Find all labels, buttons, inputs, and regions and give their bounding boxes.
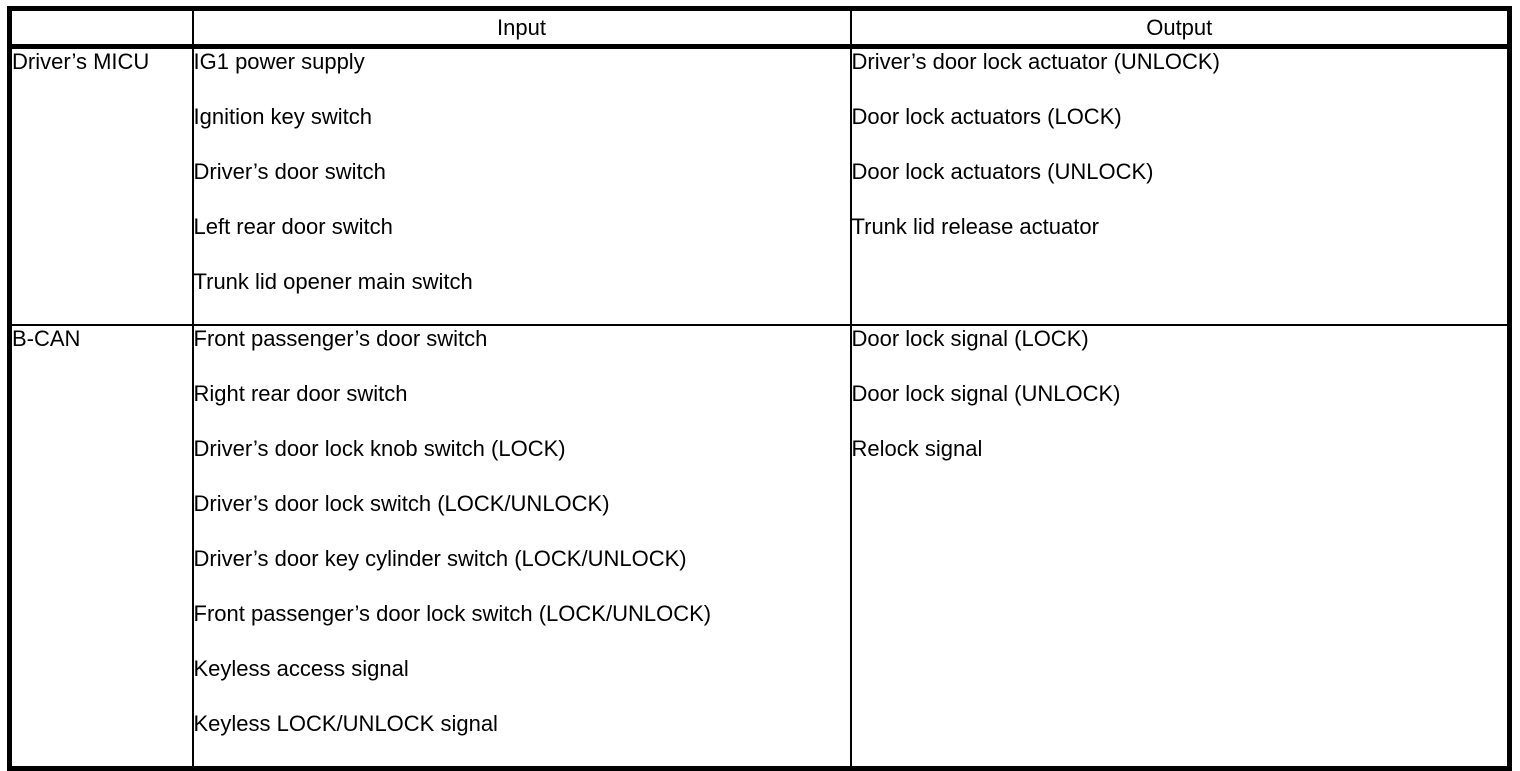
output-item: Door lock signal (LOCK) [851, 326, 1089, 351]
input-item: Front passenger’s door lock switch (LOCK… [193, 601, 712, 626]
output-item: Door lock actuators (LOCK) [851, 104, 1122, 129]
corner-header-cell [8, 7, 194, 49]
input-item: Driver’s door lock switch (LOCK/UNLOCK) [193, 491, 610, 516]
input-item: Keyless LOCK/UNLOCK signal [193, 711, 498, 736]
input-item: Trunk lid opener main switch [193, 269, 473, 294]
input-item: Ignition key switch [193, 104, 373, 129]
input-item: Keyless access signal [193, 656, 409, 681]
table-row-b-can: B-CAN Front passenger’s door switch Righ… [8, 324, 1511, 770]
row-label: Driver’s MICU [12, 49, 150, 74]
input-item: Driver’s door key cylinder switch (LOCK/… [193, 546, 687, 571]
output-cell-drivers-micu: Driver’s door lock actuator (UNLOCK) Doo… [849, 45, 1511, 326]
row-label: B-CAN [12, 326, 81, 351]
input-output-table: Input Output Driver’s MICU IG1 power sup… [7, 6, 1512, 771]
input-item: Front passenger’s door switch [193, 326, 488, 351]
input-item: IG1 power supply [193, 49, 365, 74]
header-row: Input Output [8, 7, 1511, 49]
column-header-input: Input [191, 7, 852, 49]
table-row-drivers-micu: Driver’s MICU IG1 power supply Ignition … [8, 45, 1511, 326]
output-item: Driver’s door lock actuator (UNLOCK) [851, 49, 1220, 74]
output-item: Door lock signal (UNLOCK) [851, 381, 1121, 406]
document-page: Input Output Driver’s MICU IG1 power sup… [7, 6, 1512, 771]
row-label-cell-b-can: B-CAN [8, 324, 194, 770]
input-item: Driver’s door lock knob switch (LOCK) [193, 436, 566, 461]
input-cell-drivers-micu: IG1 power supply Ignition key switch Dri… [191, 45, 852, 326]
row-label-cell-drivers-micu: Driver’s MICU [8, 45, 194, 326]
input-item: Left rear door switch [193, 214, 393, 239]
input-item: Driver’s door switch [193, 159, 386, 184]
input-cell-b-can: Front passenger’s door switch Right rear… [191, 324, 852, 770]
output-item: Trunk lid release actuator [851, 214, 1099, 239]
output-item: Relock signal [851, 436, 983, 461]
input-item: Right rear door switch [193, 381, 408, 406]
output-cell-b-can: Door lock signal (LOCK) Door lock signal… [849, 324, 1511, 770]
column-header-output: Output [849, 7, 1511, 49]
output-item: Door lock actuators (UNLOCK) [851, 159, 1154, 184]
